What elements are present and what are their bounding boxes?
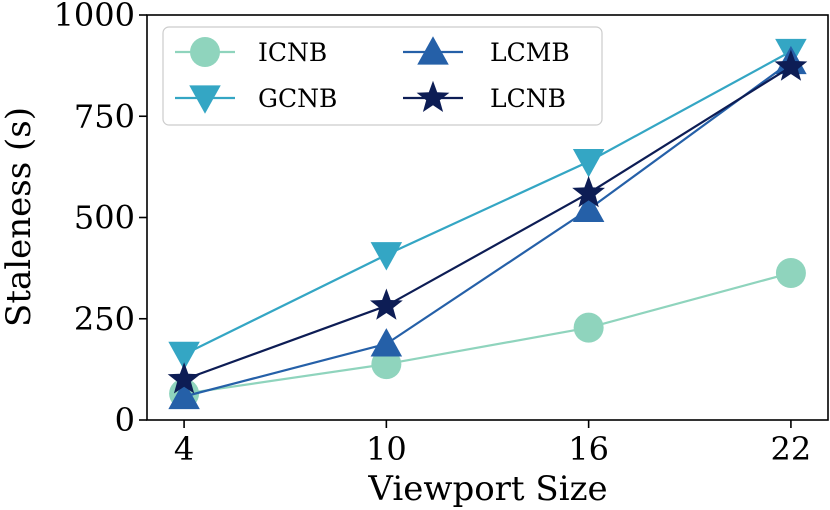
y-axis-title: Staleness (s) <box>0 107 39 327</box>
legend-item-gcnb: GCNB <box>175 84 337 114</box>
legend-label: LCMB <box>490 38 570 67</box>
legend-label: ICNB <box>258 38 327 67</box>
data-point <box>370 288 403 320</box>
data-point <box>370 328 403 357</box>
x-tick-label: 22 <box>771 430 812 468</box>
legend-item-lcmb: LCMB <box>403 36 570 67</box>
series-line <box>183 60 792 398</box>
series-lcnb <box>167 49 808 394</box>
series-icnb <box>169 257 806 409</box>
legend-item-icnb: ICNB <box>175 37 327 67</box>
data-point <box>168 341 200 371</box>
series-line <box>183 65 792 381</box>
x-tick-label: 10 <box>366 430 407 468</box>
data-point <box>572 175 605 208</box>
data-point <box>775 257 806 288</box>
legend-marker <box>189 85 221 114</box>
series-line <box>183 50 792 356</box>
legend-label: GCNB <box>258 84 337 113</box>
data-point <box>370 242 403 271</box>
data-point <box>572 149 605 178</box>
y-tick-label: 1000 <box>54 0 135 34</box>
y-tick-label: 500 <box>74 199 135 237</box>
data-point <box>774 49 808 81</box>
data-point <box>167 362 201 394</box>
legend-marker <box>190 37 220 67</box>
ticks-layer: 4 10 16 22 0 250 500 750 1000 <box>54 0 812 468</box>
series-line <box>183 271 792 395</box>
data-point <box>371 349 402 380</box>
series-layer <box>167 38 808 410</box>
legend-box <box>162 26 603 126</box>
x-axis-title: Viewport Size <box>367 469 607 509</box>
y-tick-label: 250 <box>74 300 135 338</box>
x-tick-label: 4 <box>174 430 194 468</box>
x-tick-label: 16 <box>568 430 609 468</box>
data-point <box>573 312 604 343</box>
data-point <box>168 380 200 410</box>
legend-label: LCNB <box>490 84 566 113</box>
data-point <box>572 193 605 222</box>
legend: ICNB GCNB LCMB LCNB <box>162 26 603 126</box>
legend-marker <box>417 36 449 65</box>
y-tick-label: 750 <box>74 97 135 135</box>
legend-marker <box>416 80 450 112</box>
legend-item-lcnb: LCNB <box>403 80 566 113</box>
y-tick-label: 0 <box>115 401 135 439</box>
